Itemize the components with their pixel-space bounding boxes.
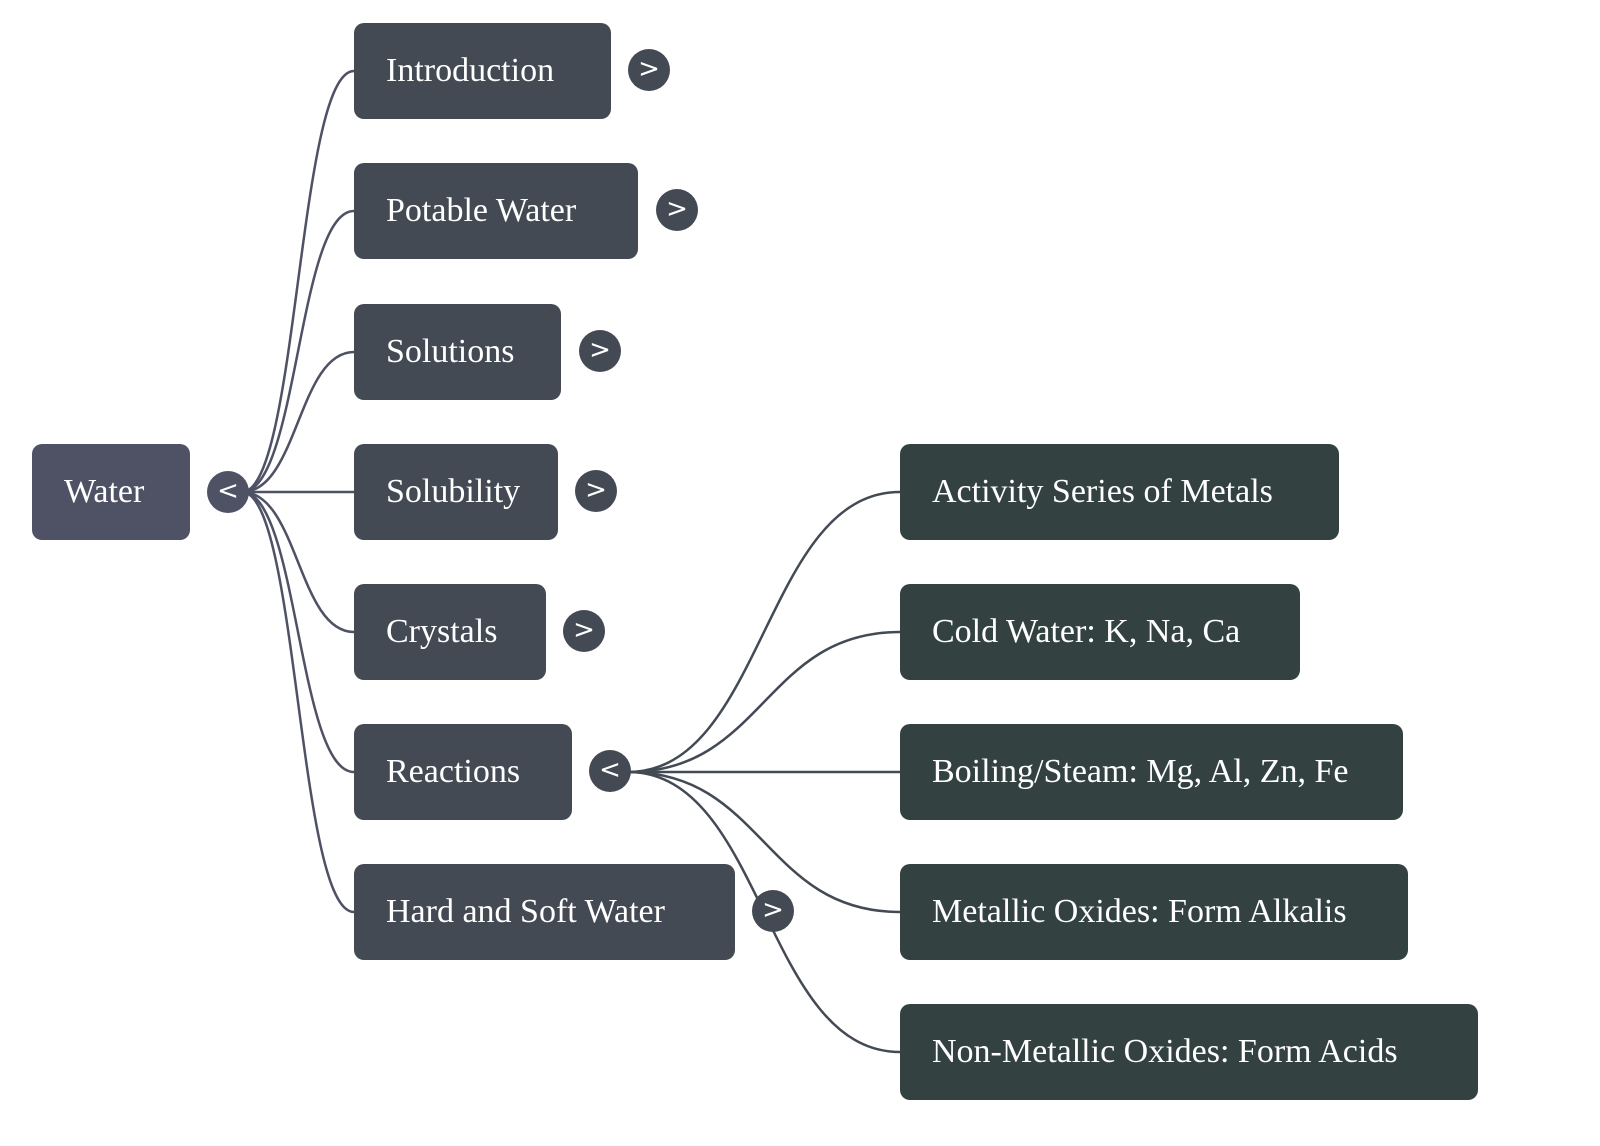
node-introduction[interactable]: Introduction — [354, 23, 611, 119]
expand-toggle-solubility[interactable]: > — [575, 470, 617, 512]
node-label: Introduction — [386, 52, 555, 89]
node-cold-water[interactable]: Cold Water: K, Na, Ca — [900, 584, 1300, 680]
chevron-right-icon: > — [589, 335, 611, 365]
root-link-0 — [241, 69, 355, 494]
node-hard-and-soft-water[interactable]: Hard and Soft Water — [354, 864, 735, 960]
expand-toggle-crystals[interactable]: > — [563, 610, 605, 652]
reactions-link-1 — [627, 630, 901, 774]
node-label: Potable Water — [386, 192, 577, 229]
node-solubility[interactable]: Solubility — [354, 444, 558, 540]
expand-toggle-introduction[interactable]: > — [628, 49, 670, 91]
expand-toggle-solutions[interactable]: > — [579, 330, 621, 372]
expand-toggle-potable-water[interactable]: > — [656, 189, 698, 231]
node-label: Solubility — [386, 473, 521, 510]
chevron-left-icon: < — [217, 476, 239, 506]
node-metallic-oxides[interactable]: Metallic Oxides: Form Alkalis — [900, 864, 1408, 960]
reactions-link-0 — [627, 490, 901, 774]
node-reactions[interactable]: Reactions — [354, 724, 572, 820]
chevron-right-icon: > — [573, 615, 595, 645]
root-node-water[interactable]: Water — [32, 444, 190, 540]
root-link-5 — [241, 490, 355, 774]
reactions-link-3 — [627, 770, 901, 914]
node-label: Metallic Oxides: Form Alkalis — [932, 893, 1347, 930]
chevron-right-icon: > — [762, 895, 784, 925]
node-crystals[interactable]: Crystals — [354, 584, 546, 680]
collapse-toggle-reactions[interactable]: < — [589, 750, 631, 792]
node-non-metallic-oxides[interactable]: Non-Metallic Oxides: Form Acids — [900, 1004, 1478, 1100]
node-activity-series-of-metals[interactable]: Activity Series of Metals — [900, 444, 1339, 540]
node-label: Cold Water: K, Na, Ca — [932, 613, 1241, 650]
root-link-6 — [241, 490, 355, 914]
root-node-label: Water — [64, 473, 145, 510]
node-potable-water[interactable]: Potable Water — [354, 163, 638, 259]
collapse-toggle-water[interactable]: < — [207, 471, 249, 513]
node-solutions[interactable]: Solutions — [354, 304, 561, 400]
node-label: Solutions — [386, 333, 515, 370]
chevron-right-icon: > — [638, 54, 660, 84]
chevron-right-icon: > — [585, 475, 607, 505]
node-label: Activity Series of Metals — [932, 473, 1273, 510]
node-label: Boiling/Steam: Mg, Al, Zn, Fe — [932, 753, 1349, 790]
node-label: Reactions — [386, 753, 521, 790]
root-link-4 — [241, 490, 355, 634]
chevron-left-icon: < — [599, 755, 621, 785]
node-label: Non-Metallic Oxides: Form Acids — [932, 1033, 1398, 1070]
expand-toggle-hard-and-soft-water[interactable]: > — [752, 890, 794, 932]
node-label: Crystals — [386, 613, 498, 650]
chevron-right-icon: > — [666, 194, 688, 224]
root-link-1 — [241, 209, 355, 494]
node-label: Hard and Soft Water — [386, 893, 665, 930]
node-boiling-steam[interactable]: Boiling/Steam: Mg, Al, Zn, Fe — [900, 724, 1403, 820]
root-link-2 — [241, 350, 355, 494]
